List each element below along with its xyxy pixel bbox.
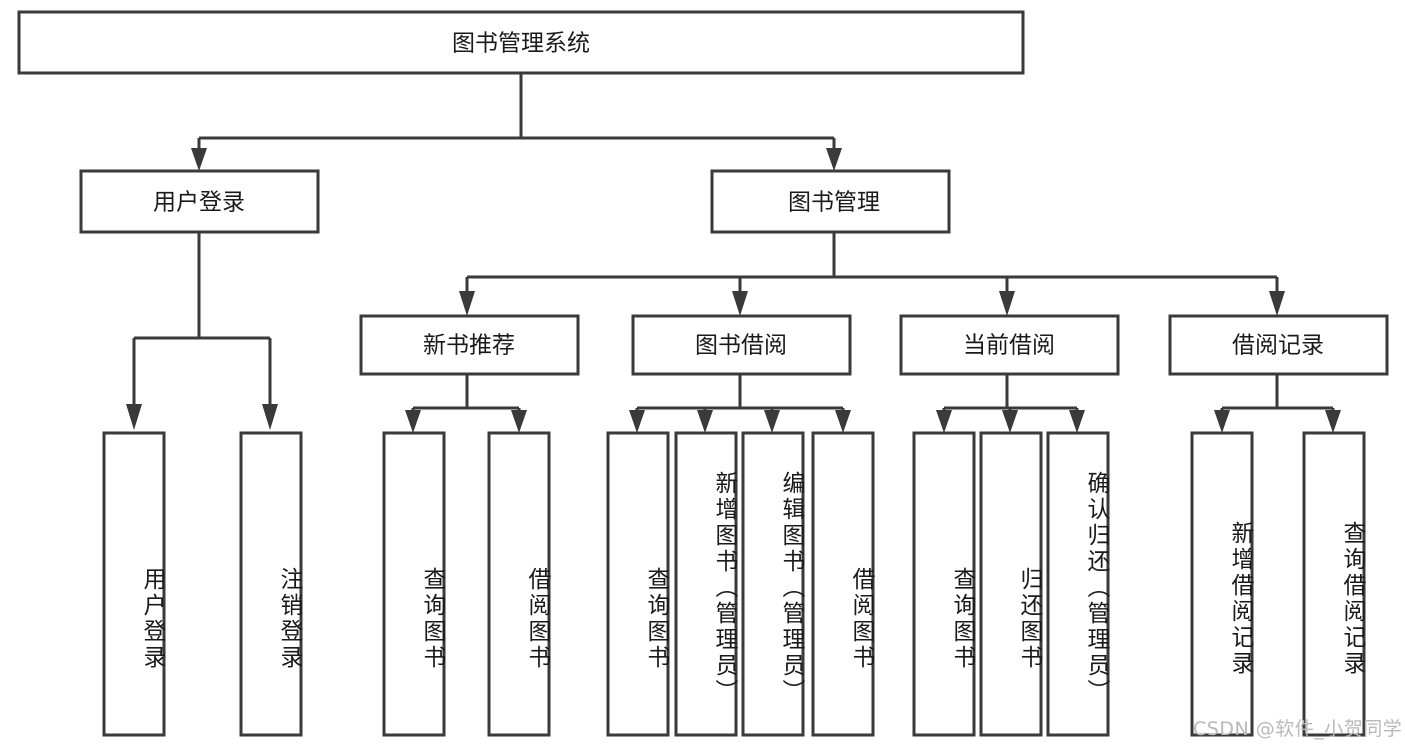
- node-box-leaf-edit-book[interactable]: [741, 431, 805, 737]
- node-box-book-management[interactable]: [710, 169, 951, 234]
- node-label-leaf-return-book: 归还图书: [1016, 567, 1042, 671]
- node-box-leaf-add-record[interactable]: [1190, 431, 1254, 737]
- csdn-watermark: CSDN @软件_小贺同学: [1193, 718, 1403, 740]
- arrow-head-leaf-borrow-book-2: [835, 410, 851, 433]
- node-box-borrow-record[interactable]: [1168, 314, 1389, 376]
- node-label-leaf-add-record: 新增借阅记录: [1227, 521, 1253, 677]
- node-label-leaf-borrow-book-2: 借阅图书: [848, 567, 874, 671]
- node-label-leaf-logout: 注销登录: [276, 567, 302, 671]
- arrow-head-book-mgmt: [826, 148, 842, 171]
- arrow-head-leaf-add-record: [1214, 410, 1230, 433]
- arrow-head-user-login: [191, 148, 207, 171]
- arrow-head-leaf-add-book: [697, 410, 713, 433]
- node-box-leaf-confirm-return[interactable]: [1046, 431, 1110, 737]
- arrow-head-borrow-record: [1269, 291, 1285, 316]
- node-box-new-book-recommend[interactable]: [359, 314, 580, 376]
- node-box-book-borrow[interactable]: [631, 314, 852, 376]
- node-label-book-borrow: 图书借阅: [695, 333, 787, 359]
- node-box-leaf-query-book-2[interactable]: [606, 431, 670, 737]
- arrow-head-leaf-edit-book: [764, 410, 780, 433]
- node-label-leaf-user-login: 用户登录: [139, 567, 165, 671]
- arrow-head-current-borrow: [999, 291, 1015, 316]
- arrow-head-leaf-query-book-3: [936, 410, 952, 433]
- nodes-layer: 图书管理系统 用户登录 图书管理 新书推荐 图书借阅 当前借阅 借阅记录: [17, 10, 1389, 737]
- arrow-head-leaf-query-record: [1325, 410, 1341, 433]
- node-label-book-management: 图书管理: [788, 190, 880, 216]
- node-box-leaf-query-book-1[interactable]: [382, 431, 446, 737]
- arrow-head-leaf-query-book-1: [405, 410, 421, 433]
- node-box-leaf-return-book[interactable]: [979, 431, 1043, 737]
- node-label-leaf-add-book: 新增图书（管理员）: [711, 471, 737, 705]
- arrow-head-leaf-confirm-return: [1069, 410, 1085, 433]
- node-label-root: 图书管理系统: [452, 31, 590, 57]
- node-label-user-login: 用户登录: [153, 190, 245, 216]
- arrow-head-leaf-borrow-book-1: [511, 410, 527, 433]
- node-label-leaf-edit-book: 编辑图书（管理员）: [778, 471, 804, 705]
- node-box-leaf-add-book[interactable]: [674, 431, 738, 737]
- node-box-leaf-query-record[interactable]: [1302, 431, 1366, 737]
- node-box-leaf-borrow-book-1[interactable]: [487, 431, 551, 737]
- node-box-leaf-query-book-3[interactable]: [912, 431, 976, 737]
- node-label-leaf-query-record: 查询借阅记录: [1339, 521, 1365, 677]
- node-label-leaf-query-book-3: 查询图书: [949, 567, 975, 671]
- arrow-head-new-book-recommend: [459, 291, 475, 316]
- node-box-current-borrow[interactable]: [899, 314, 1120, 376]
- node-label-leaf-borrow-book-1: 借阅图书: [524, 567, 550, 671]
- arrow-head-book-borrow: [732, 291, 748, 316]
- arrow-head-leaf-logout: [262, 404, 278, 430]
- node-box-root[interactable]: [17, 10, 1025, 75]
- node-box-user-login[interactable]: [79, 169, 320, 234]
- arrow-head-leaf-return-book: [1002, 410, 1018, 433]
- connectors-layer: [126, 73, 1341, 433]
- arrow-head-leaf-query-book-2: [629, 410, 645, 433]
- node-label-leaf-query-book-2: 查询图书: [643, 567, 669, 671]
- node-box-leaf-logout[interactable]: [239, 431, 303, 737]
- node-label-leaf-confirm-return: 确认归还（管理员）: [1083, 471, 1109, 705]
- node-label-borrow-record: 借阅记录: [1232, 333, 1324, 359]
- node-label-new-book-recommend: 新书推荐: [423, 333, 515, 359]
- node-box-leaf-borrow-book-2[interactable]: [811, 431, 875, 737]
- node-label-leaf-query-book-1: 查询图书: [419, 567, 445, 671]
- arrow-head-leaf-user-login: [126, 404, 142, 430]
- node-box-leaf-user-login[interactable]: [102, 431, 166, 737]
- node-label-current-borrow: 当前借阅: [963, 333, 1055, 359]
